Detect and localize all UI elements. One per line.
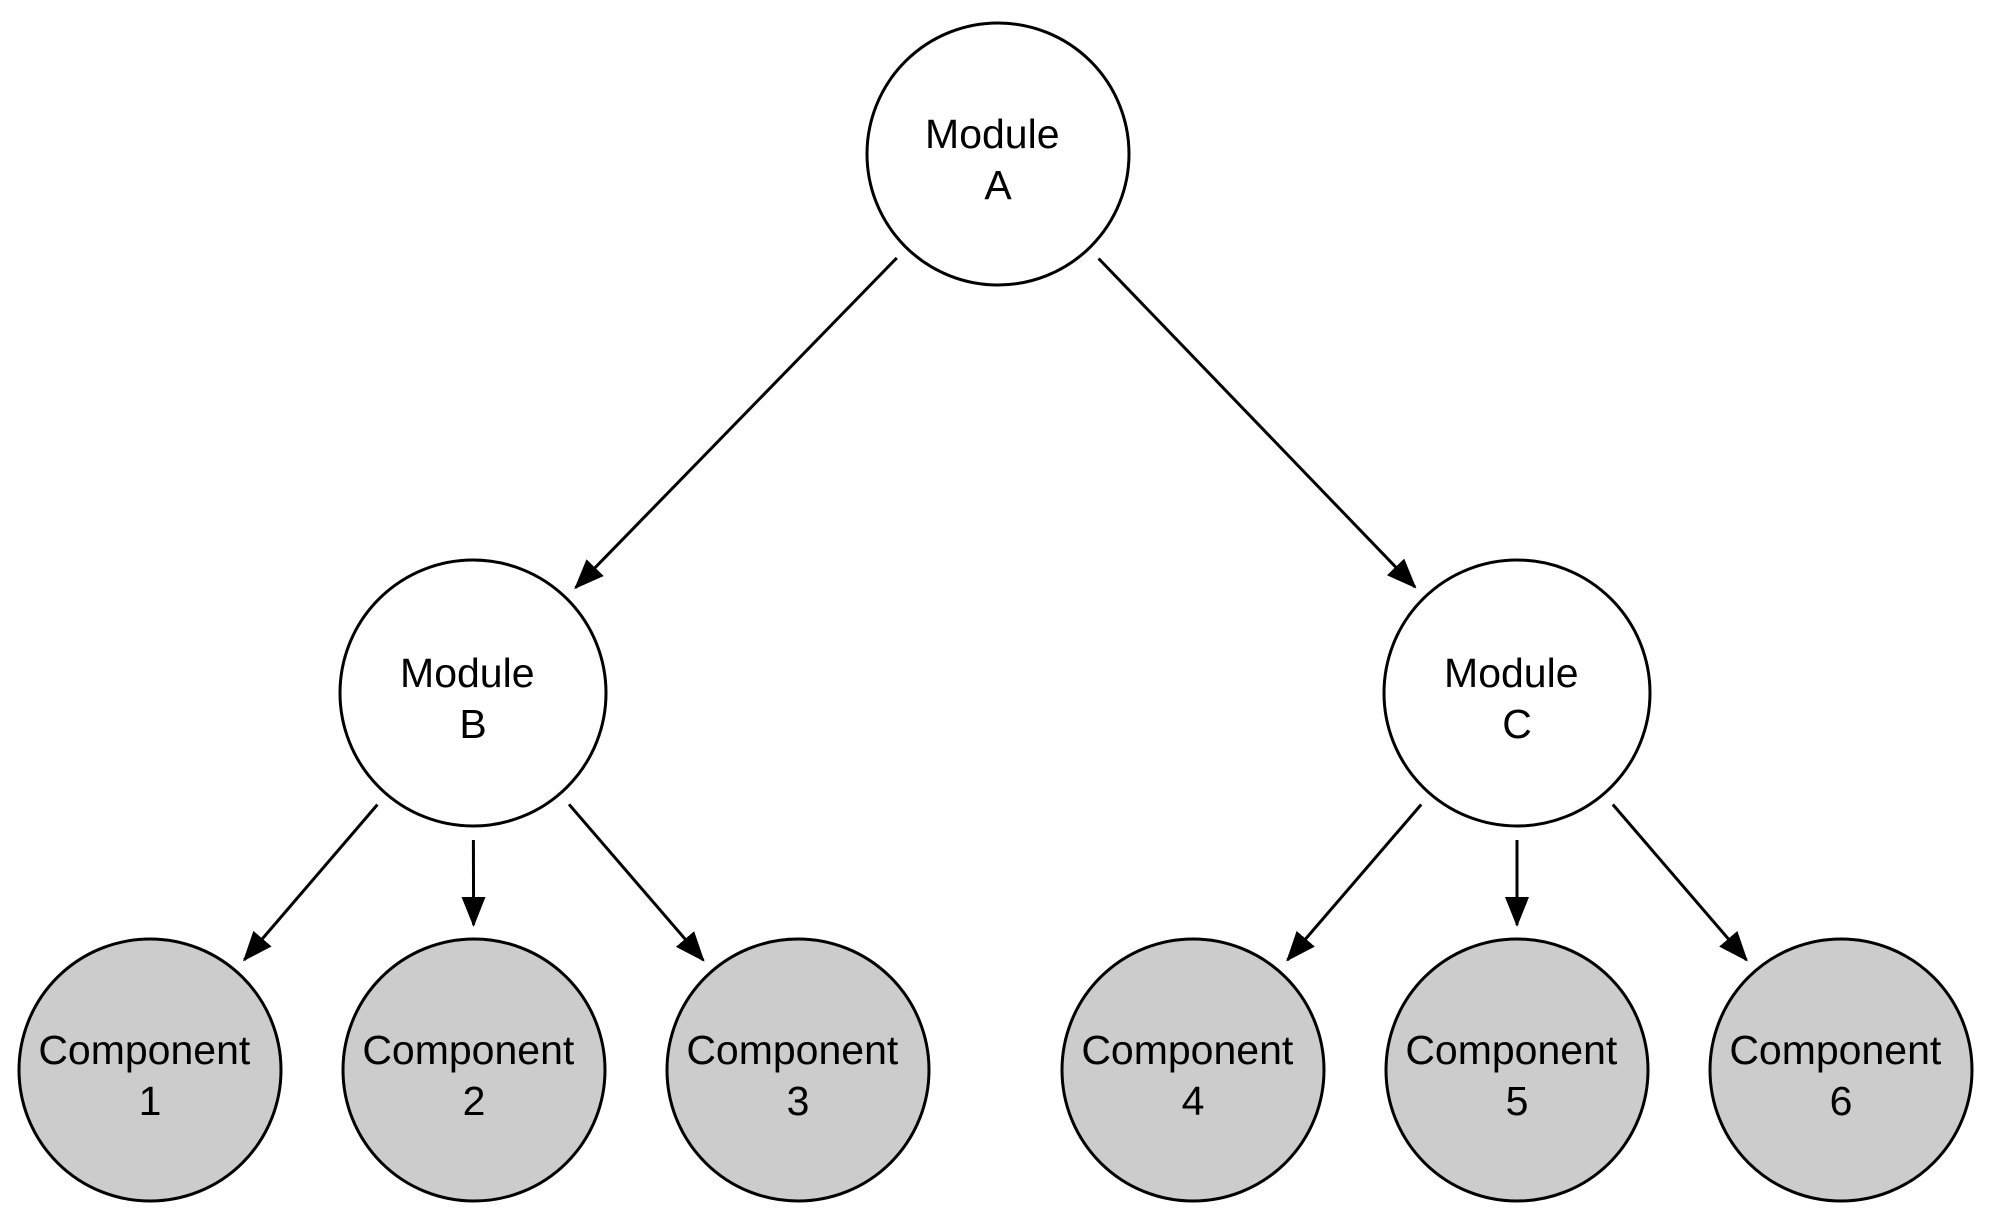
arrow-module-b-to-component-3 xyxy=(567,803,705,962)
svg-text:Module A: Module A xyxy=(925,111,1071,208)
node-component-2: Component 2 xyxy=(341,937,607,1203)
node-module-b: Module B xyxy=(338,558,608,828)
module-c-label-line1: Module xyxy=(1444,650,1578,696)
arrow-module-b-to-component-1 xyxy=(242,803,379,962)
component-1-circle xyxy=(17,937,283,1203)
component-2-label-line1: Component xyxy=(362,1027,575,1073)
component-4-label-line1: Component xyxy=(1081,1027,1294,1073)
component-4-label-line2: 4 xyxy=(1182,1078,1205,1124)
module-b-label-line2: B xyxy=(459,701,486,747)
arrow-module-a-to-module-c xyxy=(1097,257,1417,589)
component-2-circle xyxy=(341,937,607,1203)
module-c-label-line2: C xyxy=(1502,701,1532,747)
module-c-circle xyxy=(1382,558,1652,828)
arrow-module-c-to-component-6 xyxy=(1611,803,1748,962)
module-b-circle xyxy=(338,558,608,828)
component-5-circle xyxy=(1384,937,1650,1203)
module-a-label-line1: Module xyxy=(925,111,1059,157)
component-1-label-line2: 1 xyxy=(139,1078,162,1124)
svg-text:Component 5: Component 5 xyxy=(1405,1027,1628,1124)
node-module-a: Module A xyxy=(865,21,1131,287)
svg-text:Module C: Module C xyxy=(1444,650,1590,747)
node-component-1: Component 1 xyxy=(17,937,283,1203)
component-5-label-line1: Component xyxy=(1405,1027,1618,1073)
svg-text:Component 6: Component 6 xyxy=(1729,1027,1952,1124)
component-5-label-line2: 5 xyxy=(1506,1078,1529,1124)
arrow-module-a-to-module-b xyxy=(574,256,898,590)
component-6-circle xyxy=(1708,937,1974,1203)
node-module-c: Module C xyxy=(1382,558,1652,828)
component-3-circle xyxy=(665,937,931,1203)
component-3-label-line2: 3 xyxy=(787,1078,810,1124)
node-component-4: Component 4 xyxy=(1060,937,1326,1203)
component-2-label-line2: 2 xyxy=(463,1078,486,1124)
svg-text:Component 4: Component 4 xyxy=(1081,1027,1304,1124)
component-1-label-line1: Component xyxy=(38,1027,251,1073)
node-component-5: Component 5 xyxy=(1384,937,1650,1203)
svg-text:Component 2: Component 2 xyxy=(362,1027,585,1124)
component-4-circle xyxy=(1060,937,1326,1203)
node-component-3: Component 3 xyxy=(665,937,931,1203)
component-6-label-line2: 6 xyxy=(1830,1078,1853,1124)
svg-text:Component 3: Component 3 xyxy=(686,1027,909,1124)
svg-text:Component 1: Component 1 xyxy=(38,1027,261,1124)
module-b-label-line1: Module xyxy=(400,650,534,696)
module-a-circle xyxy=(865,21,1131,287)
component-3-label-line1: Component xyxy=(686,1027,899,1073)
module-a-label-line2: A xyxy=(984,162,1012,208)
svg-text:Module B: Module B xyxy=(400,650,546,747)
node-component-6: Component 6 xyxy=(1708,937,1974,1203)
component-6-label-line1: Component xyxy=(1729,1027,1942,1073)
arrow-module-c-to-component-4 xyxy=(1286,803,1423,962)
edges-layer xyxy=(242,256,1748,962)
